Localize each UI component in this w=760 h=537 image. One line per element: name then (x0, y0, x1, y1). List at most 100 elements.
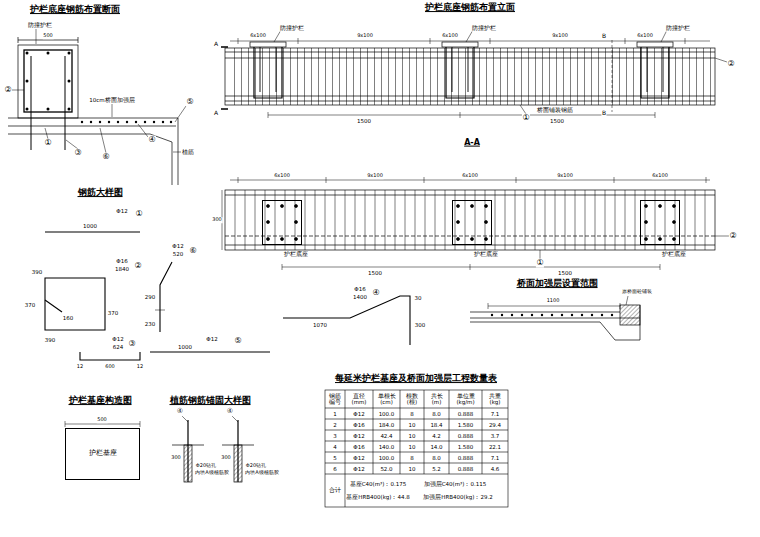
drawing-title: 护栏底座钢筋布置立面 (425, 3, 516, 13)
drawing-label: Φ16 (353, 421, 365, 427)
drawing-label: 1070 (313, 322, 328, 328)
callout-number: ④ (372, 289, 380, 298)
drawing-label: B (601, 33, 606, 40)
drawing-label: 22.1 (488, 443, 501, 449)
quantity-table-grid (325, 390, 508, 507)
rebar-details (45, 232, 410, 360)
drawing-title: 钢筋大样图 (77, 188, 123, 198)
callout-number: ① (536, 259, 544, 268)
drawing-label: 防撞护栏 (472, 25, 497, 32)
drawing-label: 300 (212, 217, 223, 223)
table-header: 单根长 (cm) (374, 393, 400, 405)
drawing-label: 6x100 (442, 33, 459, 39)
callout-number: ① (44, 139, 52, 148)
callout-number: ④ (176, 408, 183, 416)
drawing-label: A (213, 41, 218, 48)
drawing-label: 3 (333, 432, 338, 438)
drawing-label: 140.0 (378, 443, 395, 449)
drawing-label: 3.7 (490, 432, 500, 438)
drawing-label: 0.888 (457, 410, 474, 416)
drawing-label: 2 (333, 421, 338, 427)
guardrail-seat-box: 护栏底座 (640, 200, 680, 245)
drawing-label: 8.0 (432, 410, 442, 416)
drawing-label: 6x100 (652, 173, 669, 179)
drawing-label: 0.888 (457, 432, 474, 438)
drawing-label: 390 (44, 337, 56, 343)
drawing-label: B (601, 110, 606, 117)
drawing-label: 10cm桥面加强层 (89, 97, 135, 103)
drawing-label: Φ12 (206, 336, 218, 342)
drawing-label: 1.580 (457, 421, 474, 427)
anchor-detail-drawing (172, 416, 254, 482)
drawing-label: 10 (408, 443, 416, 449)
drawing-label: 1100 (546, 298, 560, 304)
drawing-title: 每延米护栏基座及桥面加强层工程数量表 (335, 374, 498, 384)
drawing-label: 230 (144, 321, 156, 327)
drawing-label: 内填A级植筋胶 (195, 470, 229, 476)
drawing-label: 4.2 (432, 432, 442, 438)
drawing-label: 1000 (178, 344, 193, 350)
drawing-label: Φ12 (353, 432, 365, 438)
drawing-label: Φ20钻孔 (195, 463, 216, 469)
drawing-label: 防撞护栏 (280, 25, 305, 32)
drawing-label: Φ16 (353, 443, 365, 449)
table-header: 根数 (根) (401, 393, 424, 405)
callout-number: ① (522, 114, 530, 123)
drawing-label: 300 (221, 455, 232, 461)
drawing-label: 184.0 (378, 421, 395, 427)
deck-layer-drawing (470, 296, 640, 340)
callout-number: ② (4, 86, 12, 95)
drawing-label: 1500 (368, 270, 383, 276)
callout-number: ② (729, 232, 737, 241)
box-label: 护栏底座 (662, 251, 686, 258)
drawing-label: 4.6 (490, 465, 500, 471)
drawing-label: 基座HRB400(kg)：44.8 (346, 494, 410, 500)
drawing-label: 7.1 (490, 454, 500, 460)
drawing-label: 18.4 (430, 421, 443, 427)
drawing-label: 7.1 (490, 410, 500, 416)
drawing-label: 1 (333, 410, 338, 416)
drawing-title: 植筋钢筋锚固大样图 (169, 396, 251, 406)
callout-number: ① (135, 210, 143, 219)
drawing-label: 370 (24, 302, 36, 308)
drawing-label: Φ12 (353, 465, 365, 471)
drawing-title: 护栏基座构造图 (68, 396, 132, 406)
drawing-label: 基座C40(m³)：0.175 (349, 481, 406, 487)
drawing-label: 5 (333, 454, 338, 460)
drawing-label: 植筋 (182, 149, 195, 156)
drawing-label: Φ12 (116, 208, 128, 214)
drawing-label: Φ12 (353, 410, 365, 416)
drawing-label: Φ16 (354, 286, 366, 292)
drawing-label: 100.0 (378, 454, 395, 460)
drawing-label: 防撞护栏 (28, 22, 53, 29)
drawing-label: 6 (333, 465, 338, 471)
drawing-label: 0.888 (457, 454, 474, 460)
drawing-label: 8 (410, 410, 415, 416)
callout-number: ② (727, 60, 735, 69)
callout-number: ⑥ (102, 153, 110, 162)
drawing-title: 护栏底座钢筋布置断面 (30, 5, 121, 15)
callout-number: ⑤ (186, 98, 194, 107)
drawing-label: Φ20钻孔 (245, 463, 266, 469)
elevation-drawing (221, 30, 727, 118)
drawing-label: 1500 (558, 270, 573, 276)
drawing-label: 防撞护栏 (666, 25, 691, 32)
drawing-label: 500 (97, 417, 108, 423)
drawing-label: 9x100 (552, 33, 569, 39)
drawing-label: 6x100 (637, 33, 654, 39)
drawing-label: 6x100 (462, 173, 479, 179)
drawing-label: Φ12 (112, 336, 124, 342)
guardrail-base-box: 护栏基座 (65, 428, 140, 480)
drawing-label: 160 (62, 315, 74, 321)
callout-number: ③ (74, 149, 82, 158)
drawing-label: 内填A级植筋胶 (245, 470, 279, 476)
drawing-label: 52.0 (380, 465, 393, 471)
drawing-label: 14.0 (430, 443, 443, 449)
drawing-label: 100.0 (378, 410, 395, 416)
table-header: 钢筋 编号 (326, 393, 345, 405)
drawing-label: 10 (408, 432, 416, 438)
drawing-label: 合计 (329, 487, 342, 494)
plan-drawing (222, 177, 729, 270)
drawing-label: 1840 (115, 266, 130, 272)
